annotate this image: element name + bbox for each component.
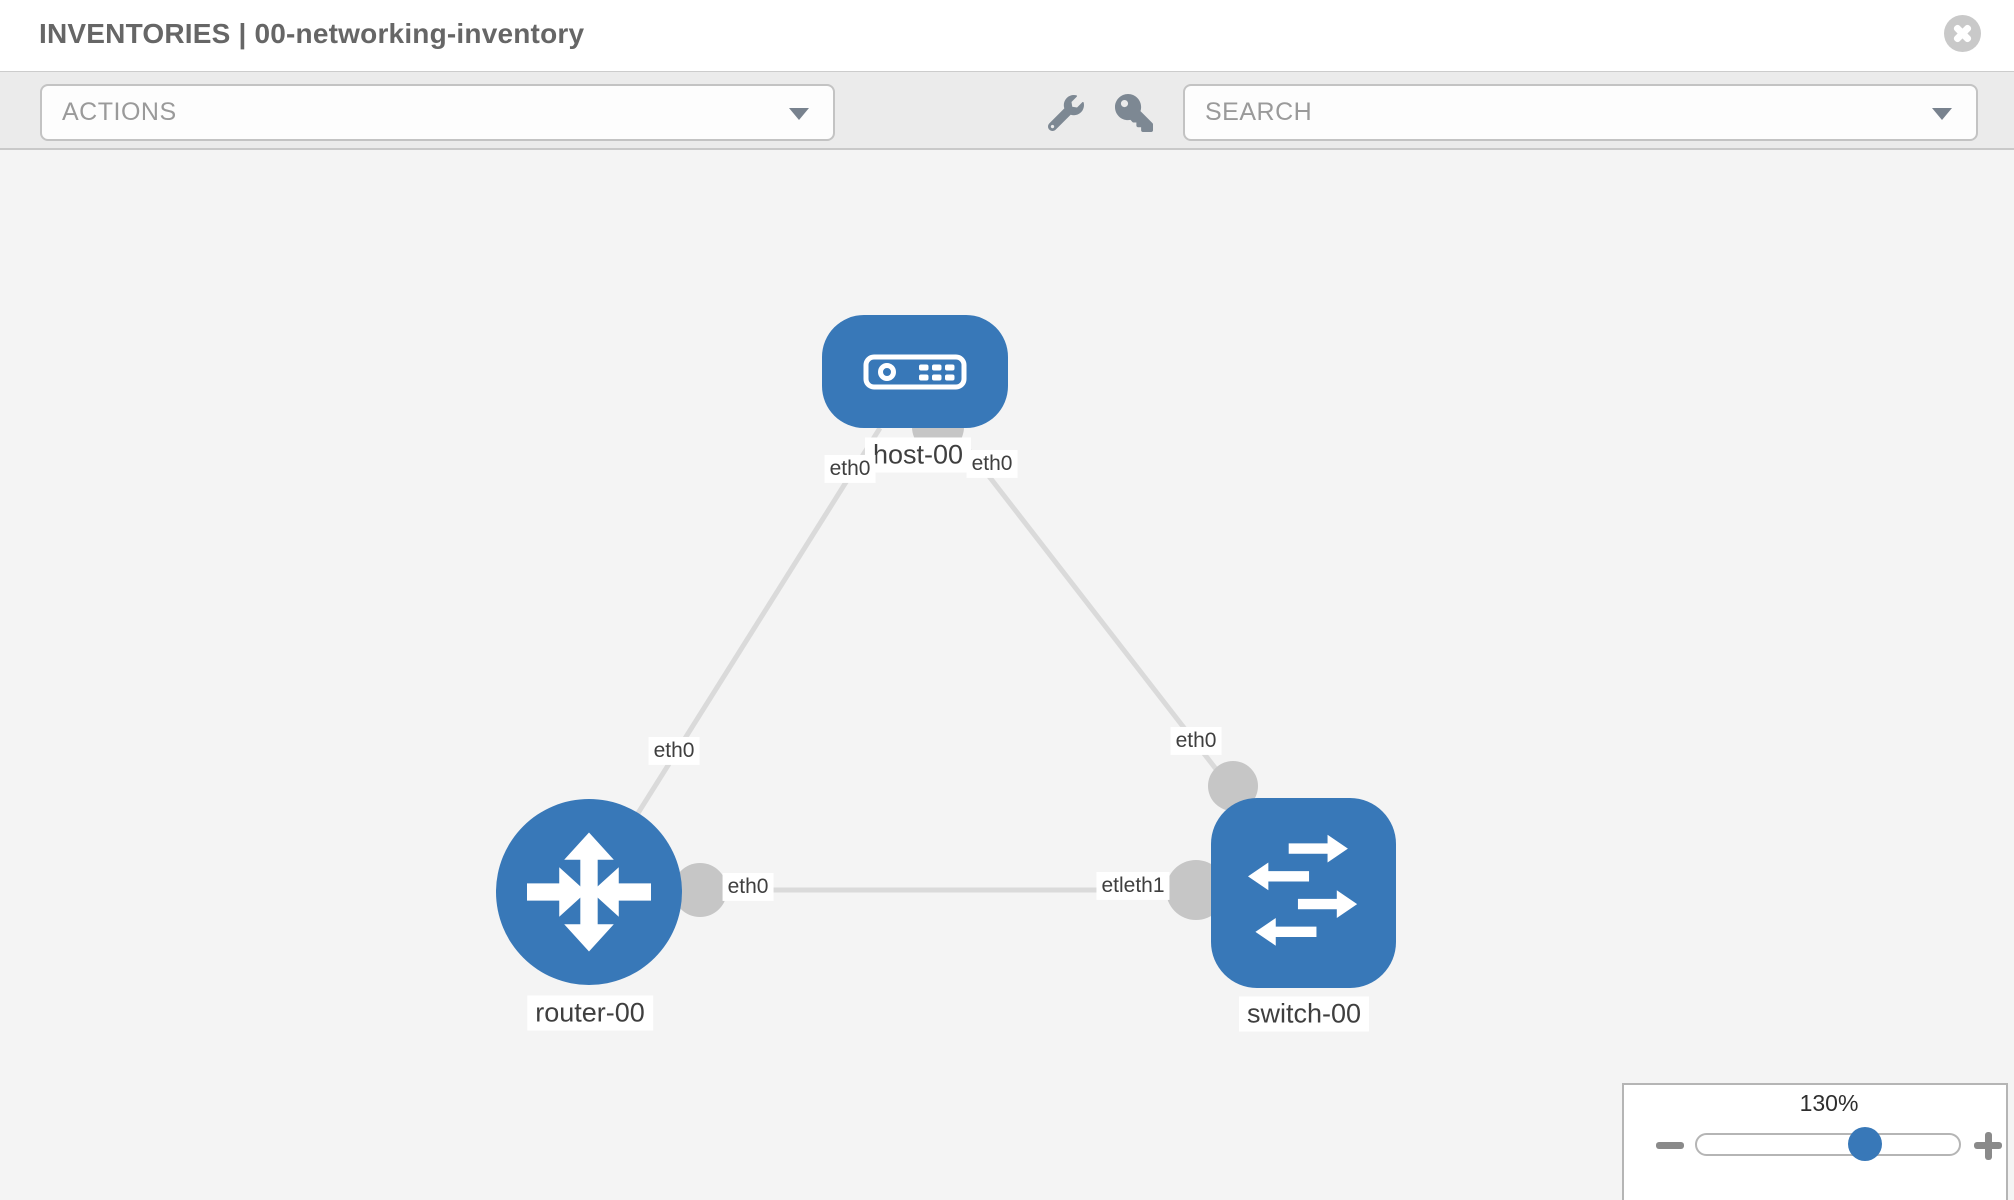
close-button[interactable] [1944, 15, 1981, 52]
zoom-slider-track[interactable] [1695, 1127, 1961, 1161]
configure-button[interactable] [1038, 84, 1094, 141]
header: INVENTORIES | 00-networking-inventory [0, 0, 2014, 71]
iface-label-router-top: eth0 [648, 736, 700, 766]
router-icon [527, 832, 651, 952]
actions-dropdown[interactable]: ACTIONS [40, 84, 835, 141]
zoom-slider-thumb[interactable] [1848, 1127, 1882, 1161]
actions-dropdown-label: ACTIONS [62, 98, 177, 126]
minus-icon [1656, 1142, 1684, 1149]
node-label-router: router-00 [527, 995, 653, 1031]
iface-label-switch-top: eth0 [1170, 726, 1222, 756]
toolbar: ACTIONS SEARCH [0, 71, 2014, 150]
host-icon [863, 354, 967, 389]
node-switch-00[interactable] [1211, 798, 1396, 988]
topology-canvas[interactable]: host-00 router-00 switch-00 eth0 eth0 et… [0, 150, 2014, 1200]
zoom-level: 130% [1799, 1090, 1859, 1116]
search-dropdown[interactable]: SEARCH [1183, 84, 1978, 141]
zoom-panel: 130% [1622, 1083, 2008, 1200]
search-dropdown-label: SEARCH [1205, 98, 1313, 126]
endpoint-dot [673, 863, 727, 917]
page-title: INVENTORIES | 00-networking-inventory [39, 18, 585, 49]
iface-label-host-left: eth0 [824, 454, 876, 484]
link-host-router[interactable] [615, 426, 883, 847]
switch-icon [1248, 834, 1358, 946]
key-icon [1115, 93, 1153, 132]
iface-label-switch-mid: etleth1 [1096, 871, 1170, 901]
chevron-down-icon [789, 107, 809, 120]
node-router-00[interactable] [496, 799, 682, 985]
wrench-icon [1048, 94, 1084, 131]
node-host-00[interactable] [822, 315, 1008, 428]
zoom-out-button[interactable] [1652, 1129, 1688, 1161]
iface-label-router-mid: eth0 [722, 872, 774, 902]
links-layer [615, 401, 1258, 920]
node-label-host: host-00 [864, 437, 972, 473]
zoom-in-button[interactable] [1970, 1129, 2006, 1161]
node-label-switch: switch-00 [1238, 996, 1370, 1032]
chevron-down-icon [1932, 107, 1952, 120]
iface-label-host-right: eth0 [966, 449, 1018, 479]
credentials-button[interactable] [1106, 84, 1162, 141]
